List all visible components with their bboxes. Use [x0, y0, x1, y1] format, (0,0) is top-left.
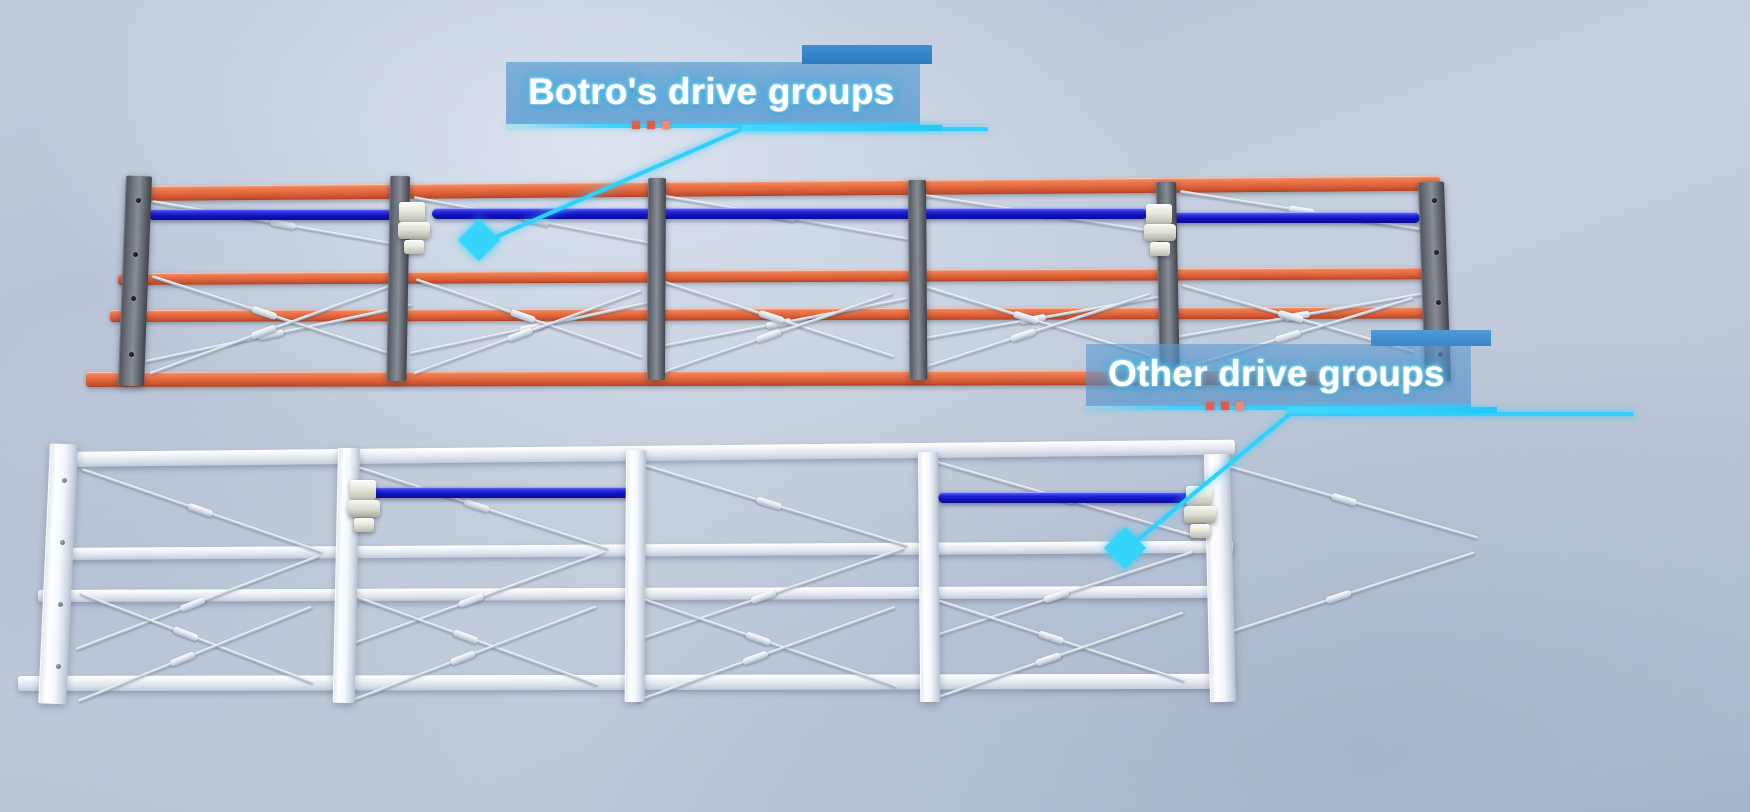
- lower-drive-gearbox-1: [350, 480, 376, 500]
- other-callout-label: Other drive groups: [1108, 353, 1445, 394]
- lower-post-4: [918, 451, 941, 703]
- botro-accent-bar-top: [802, 45, 933, 64]
- lower-drive-motor-1: [348, 500, 380, 517]
- lower-drive-gearbox-1b: [354, 518, 374, 532]
- post-bolt: [62, 478, 67, 483]
- upper-drive-shaft-right: [1172, 212, 1420, 223]
- lower-rail-top: [59, 439, 1236, 467]
- brace-wire: [351, 464, 610, 551]
- brace-wire: [933, 598, 1186, 683]
- other-callout[interactable]: Other drive groups: [1086, 330, 1497, 413]
- lower-drive-shaft-left: [366, 487, 632, 498]
- post-bolt: [1436, 300, 1441, 305]
- lower-drive-gearbox-2b: [1190, 524, 1210, 538]
- other-accent-bar-bottom: [1286, 407, 1497, 413]
- upper-drive-gearbox-2b: [1150, 242, 1170, 256]
- botro-accent-bar-bottom: [742, 125, 943, 131]
- lower-drive-motor-2: [1184, 506, 1216, 523]
- post-bolt: [136, 198, 141, 203]
- lower-drive-shaft-right: [938, 492, 1200, 503]
- upper-drive-motor-2: [1144, 224, 1176, 241]
- brace-wire: [637, 462, 909, 548]
- botro-callout[interactable]: Botro's drive groups: [506, 45, 943, 131]
- upper-drive-gearbox-1: [399, 202, 425, 222]
- botro-plate-underline: [506, 124, 921, 128]
- post-bolt: [58, 602, 63, 607]
- post-bolt: [131, 296, 136, 301]
- brace-wire: [1217, 462, 1478, 540]
- botro-callout-label: Botro's drive groups: [528, 71, 895, 112]
- post-bolt: [1432, 198, 1437, 203]
- other-callout-dots: [1206, 402, 1244, 410]
- lower-post-3: [624, 449, 646, 703]
- upper-drive-gearbox-1b: [404, 240, 424, 254]
- brace-wire: [81, 468, 324, 554]
- botro-callout-plate: Botro's drive groups: [506, 45, 943, 131]
- lower-drive-gearbox-2: [1186, 486, 1212, 506]
- post-bolt: [1434, 250, 1439, 255]
- upper-drive-shaft-left: [148, 209, 410, 220]
- other-plate-underline: [1086, 406, 1471, 410]
- upper-drive-gearbox-2: [1146, 204, 1172, 224]
- botro-callout-dots: [632, 121, 670, 129]
- other-accent-bar-top: [1370, 330, 1491, 346]
- other-callout-plate: Other drive groups: [1086, 330, 1497, 413]
- post-bolt: [60, 540, 65, 545]
- brace-wire: [351, 594, 599, 687]
- post-bolt: [133, 252, 138, 257]
- post-bolt: [129, 352, 134, 357]
- upper-drive-motor-1: [398, 222, 430, 239]
- post-bolt: [56, 664, 61, 669]
- brace-wire: [1213, 551, 1476, 639]
